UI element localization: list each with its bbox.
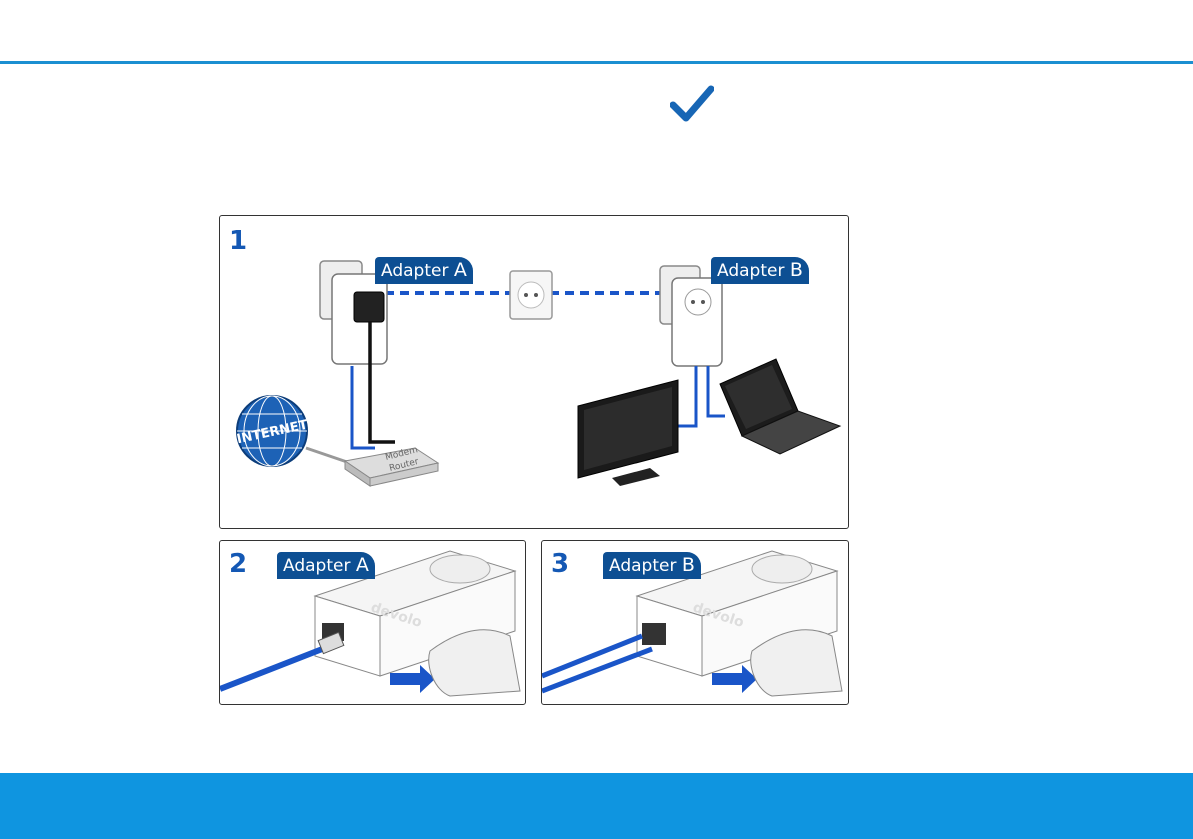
checkmark-icon — [670, 85, 714, 123]
adapter-b-label: Adapter B — [603, 552, 701, 579]
adapter-b-label: Adapter B — [711, 257, 809, 284]
television-icon — [578, 380, 678, 486]
panel-network-overview: 1 INTERNET — [219, 215, 849, 529]
adapter-a-label: Adapter A — [277, 552, 375, 579]
footer-band — [0, 773, 1193, 839]
internet-globe-icon: INTERNET — [235, 396, 309, 466]
adapter-a-label: Adapter A — [375, 257, 473, 284]
header-rule — [0, 61, 1193, 64]
panel-adapter-a-pairing: 2 devolo Adapter A — [219, 540, 526, 705]
wall-socket-icon — [510, 271, 552, 319]
panel-adapter-b-pairing: 3 devolo Adapter B — [541, 540, 849, 705]
modem-router-device: Modem Router — [345, 445, 438, 486]
laptop-icon — [720, 359, 840, 454]
